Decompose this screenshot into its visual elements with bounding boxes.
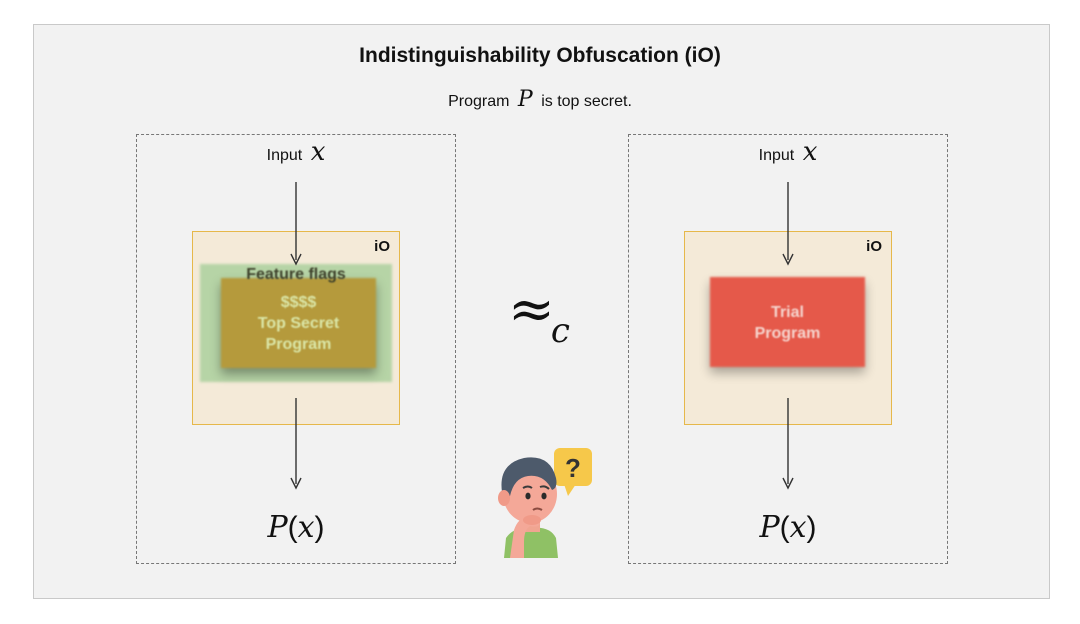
- approx-subscript: c: [550, 311, 570, 351]
- right-output-open-paren: (: [779, 511, 790, 544]
- left-input-variable: x: [310, 137, 326, 167]
- trial-line-program: Program: [754, 325, 821, 342]
- secret-line-top-secret: Top Secret: [257, 315, 340, 332]
- right-input-label: Input x: [628, 137, 948, 167]
- left-input-arrow: [290, 182, 302, 266]
- subtitle-suffix: is top secret.: [541, 93, 632, 110]
- left-output-label: P(x): [136, 510, 456, 545]
- top-secret-program-text: $$$$ Top Secret Program: [221, 292, 376, 355]
- left-io-tag: iO: [374, 238, 390, 255]
- diagram-title: Indistinguishability Obfuscation (iO): [359, 44, 721, 67]
- question-bubble-icon: ?: [554, 448, 592, 496]
- confused-person-icon: ?: [498, 448, 592, 558]
- secret-line-program: Program: [265, 336, 332, 353]
- right-panel: [628, 134, 948, 564]
- computational-indistinguishability-symbol: ≈c: [508, 282, 570, 359]
- right-output-function: P: [759, 510, 780, 545]
- right-io-tag: iO: [866, 238, 882, 255]
- trial-program-text: Trial Program: [710, 302, 865, 344]
- right-input-word: Input: [758, 147, 795, 164]
- left-input-label: Input x: [136, 137, 456, 167]
- left-output-open-paren: (: [287, 511, 298, 544]
- trial-program-box: [710, 277, 865, 367]
- diagram-subtitle: Program P is top secret.: [0, 87, 1080, 112]
- feature-flags-label: Feature flags: [246, 266, 346, 283]
- left-panel: [136, 134, 456, 564]
- secret-line-dollars: $$$$: [280, 294, 317, 311]
- right-output-close-paren: ): [806, 511, 817, 544]
- left-input-word: Input: [266, 147, 303, 164]
- subtitle-prefix: Program: [448, 93, 510, 110]
- top-secret-program-box: [221, 278, 376, 368]
- left-output-function: P: [267, 510, 288, 545]
- right-output-arrow: [782, 398, 794, 490]
- left-output-arrow: [290, 398, 302, 490]
- right-output-label: P(x): [628, 510, 948, 545]
- left-output-argument: x: [297, 510, 315, 545]
- right-output-argument: x: [789, 510, 807, 545]
- right-input-arrow: [782, 182, 794, 266]
- left-output-close-paren: ): [314, 511, 325, 544]
- question-mark-text: ?: [565, 453, 581, 483]
- approx-symbol: ≈: [508, 277, 555, 342]
- trial-line-trial: Trial: [771, 304, 804, 321]
- subtitle-program-variable: P: [517, 87, 533, 112]
- right-input-variable: x: [802, 137, 818, 167]
